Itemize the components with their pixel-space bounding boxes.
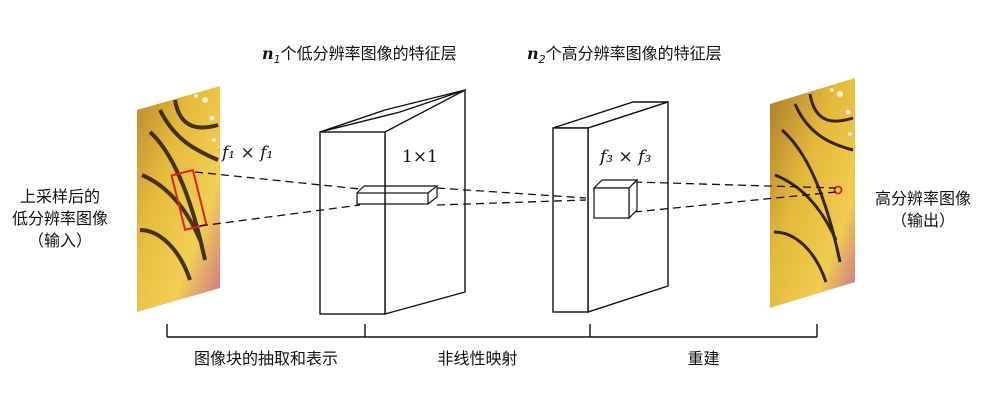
stage-bracket [166,324,818,338]
header-layer-1: n1个低分辨率图像的特征层 [262,44,457,67]
kernel-label-1x1: 1×1 [402,147,438,167]
stage-label-extraction: 图像块的抽取和表示 [193,349,338,368]
kernel-label-f1: f₁ × f₁ [222,143,274,163]
stage-label-mapping: 非线性映射 [437,349,518,368]
output-pixel-marker [833,185,843,195]
kernel-label-f3: f₃ × f₃ [600,147,652,167]
input-label: 上采样后的 低分辨率图像 （输入） [11,187,108,250]
input-image [137,86,220,312]
input-patch-box [170,168,208,232]
header-layer-2: n2个高分辨率图像的特征层 [527,44,722,67]
feature-block-1 [319,88,466,315]
output-label: 高分辨率图像 （输出） [874,189,971,230]
kernel-cube-f3 [592,178,639,220]
kernel-box-1x1 [356,185,439,205]
stage-label-reconstruction: 重建 [687,349,720,368]
projection-lines [194,171,837,227]
output-image [770,78,855,308]
